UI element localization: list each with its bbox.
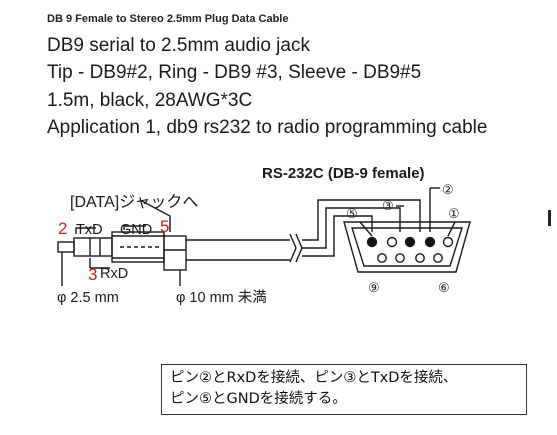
note-line-1: ピン②とRxDを接続、ピン③とTxDを接続、 (170, 370, 458, 386)
pin-label-3: ③ (382, 198, 394, 213)
pin-label-5: ⑤ (346, 206, 358, 221)
plug-grip-shape (163, 235, 187, 271)
pin-label-1: ① (448, 206, 460, 221)
pin-2 (424, 236, 436, 248)
wiring-note: ピン②とRxDを接続、ピン③とTxDを接続、 ピン⑤とGNDを接続する。 (161, 364, 527, 415)
body-size-label: φ 10 mm 未満 (176, 289, 267, 306)
plug-tip-shape (57, 241, 75, 253)
connector-title: RS-232C (DB-9 female) (262, 165, 425, 182)
db9-shell (343, 221, 471, 273)
plug-size-label: φ 2.5 mm (57, 290, 119, 306)
description-line-3: 1.5m, black, 28AWG*3C (47, 90, 253, 111)
pin-5 (366, 236, 378, 248)
rxd-label: RxD (100, 266, 128, 282)
sleeve-pin-number: 5 (160, 217, 169, 236)
description-line-1: DB9 serial to 2.5mm audio jack (47, 35, 310, 56)
description-line-2: Tip - DB9#2, Ring - DB9 #3, Sleeve - DB9… (47, 62, 422, 83)
wiring-diagram: RS-232C (DB-9 female) [DATA]ジャックへ TxD GN… (57, 165, 471, 306)
edge-mark (548, 210, 551, 226)
pin-3 (404, 236, 416, 248)
ring-pin-number: 3 (88, 265, 97, 284)
pin-label-2: ② (442, 182, 454, 197)
description-line-4: Application 1, db9 rs232 to radio progra… (47, 117, 488, 138)
pin-1 (442, 236, 454, 248)
cable-break-mark (289, 233, 297, 263)
pin-label-9: ⑨ (368, 280, 380, 295)
txd-label: TxD (76, 222, 103, 238)
note-line-2: ピン⑤とGNDを接続する。 (170, 391, 347, 407)
product-title: DB 9 Female to Stereo 2.5mm Plug Data Ca… (47, 13, 289, 25)
pin-label-6: ⑥ (438, 280, 450, 295)
plug-ring-shape (73, 237, 113, 257)
tip-pin-number: 2 (58, 219, 67, 238)
gnd-label: GND (120, 222, 152, 238)
jack-title: [DATA]ジャックへ (70, 193, 198, 211)
